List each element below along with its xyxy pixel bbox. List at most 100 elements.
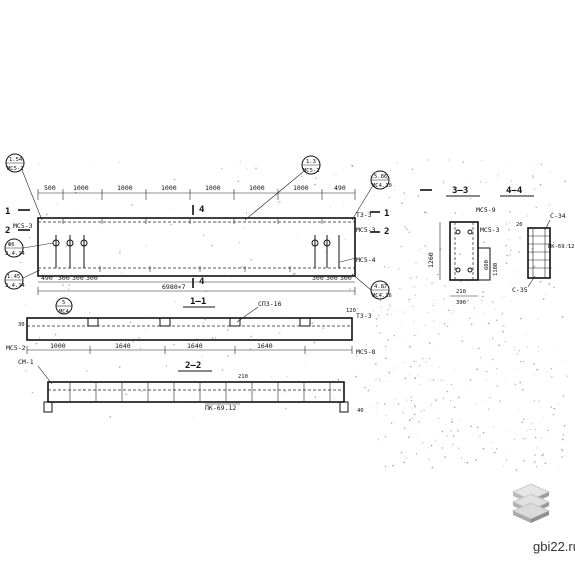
speck (75, 401, 78, 403)
speck (473, 348, 474, 350)
speck (492, 358, 494, 361)
speck (202, 234, 205, 236)
sec1-dim-3: 1640 (257, 342, 273, 350)
speck (514, 439, 516, 441)
speck (432, 379, 435, 381)
speck (407, 436, 410, 438)
speck (390, 170, 392, 172)
speck (418, 420, 420, 423)
speck (491, 347, 493, 348)
speck (352, 233, 353, 235)
speck (65, 245, 67, 247)
speck (392, 464, 394, 467)
speck (541, 454, 543, 457)
speck (534, 436, 537, 439)
sec1-dim-0: 1000 (50, 342, 66, 350)
speck (527, 346, 528, 348)
speck (513, 382, 515, 384)
speck (558, 464, 560, 466)
speck (205, 290, 207, 293)
speck (375, 379, 377, 381)
speck (330, 206, 332, 208)
speck (216, 221, 218, 223)
speck (259, 348, 261, 349)
speck (410, 399, 413, 402)
top-dim-7: 490 (334, 184, 346, 192)
speck (335, 174, 337, 176)
speck (380, 380, 382, 382)
speck (452, 435, 455, 437)
speck (211, 244, 213, 247)
speck (480, 357, 481, 359)
speck (417, 375, 419, 377)
speck (458, 419, 460, 421)
speck (294, 272, 296, 275)
callout-right-b-num: 4.87 (374, 284, 387, 290)
speck (325, 251, 327, 253)
speck (485, 379, 487, 381)
speck (415, 276, 418, 278)
speck (430, 403, 432, 406)
sec3-dim-0: 600 (484, 260, 490, 270)
sec4-pk: ПК-69.12 (548, 244, 575, 250)
speck (462, 161, 464, 163)
section-mark-1-right: 1 (384, 209, 389, 219)
speck (496, 319, 498, 322)
speck (457, 447, 460, 449)
speck (450, 211, 452, 213)
sec1-dim-2: 1640 (187, 342, 203, 350)
speck (369, 404, 371, 406)
speck (500, 315, 502, 317)
speck (417, 435, 418, 437)
speck (522, 437, 524, 439)
speck (343, 169, 344, 170)
speck (434, 399, 437, 401)
speck (252, 392, 254, 394)
speck (533, 373, 535, 375)
speck (530, 423, 533, 425)
speck (239, 161, 241, 162)
speck (452, 443, 454, 446)
speck (541, 437, 542, 439)
speck (566, 375, 568, 377)
section-mark-1-left: 1 (5, 207, 10, 217)
speck (158, 318, 161, 321)
speck (221, 168, 223, 170)
speck (489, 411, 491, 413)
speck (423, 409, 425, 411)
speck (482, 400, 484, 402)
bottom-dim-2: 300 (72, 274, 84, 282)
speck (387, 338, 390, 341)
speck (211, 337, 214, 339)
speck (396, 367, 397, 368)
speck (381, 292, 383, 294)
speck (421, 442, 424, 444)
speck (547, 429, 549, 432)
sec1-t3-3: ТЗ-3 (356, 312, 372, 320)
speck (560, 316, 562, 318)
speck (146, 315, 148, 317)
speck (410, 408, 412, 409)
speck (551, 435, 552, 436)
speck (457, 430, 460, 432)
sec1-dim-1: 1640 (115, 342, 131, 350)
speck (278, 202, 280, 204)
speck (311, 322, 314, 324)
speck (99, 230, 101, 232)
speck (121, 273, 123, 274)
speck (533, 363, 535, 365)
speck (432, 304, 434, 306)
speck (425, 286, 426, 288)
speck (383, 287, 385, 289)
speck (514, 270, 515, 272)
speck (342, 204, 344, 206)
speck (536, 447, 538, 449)
speck (469, 279, 471, 280)
speck (505, 459, 508, 462)
speck (533, 188, 536, 190)
speck (498, 344, 501, 347)
speck (399, 288, 401, 290)
speck (496, 373, 498, 375)
speck (475, 316, 477, 318)
